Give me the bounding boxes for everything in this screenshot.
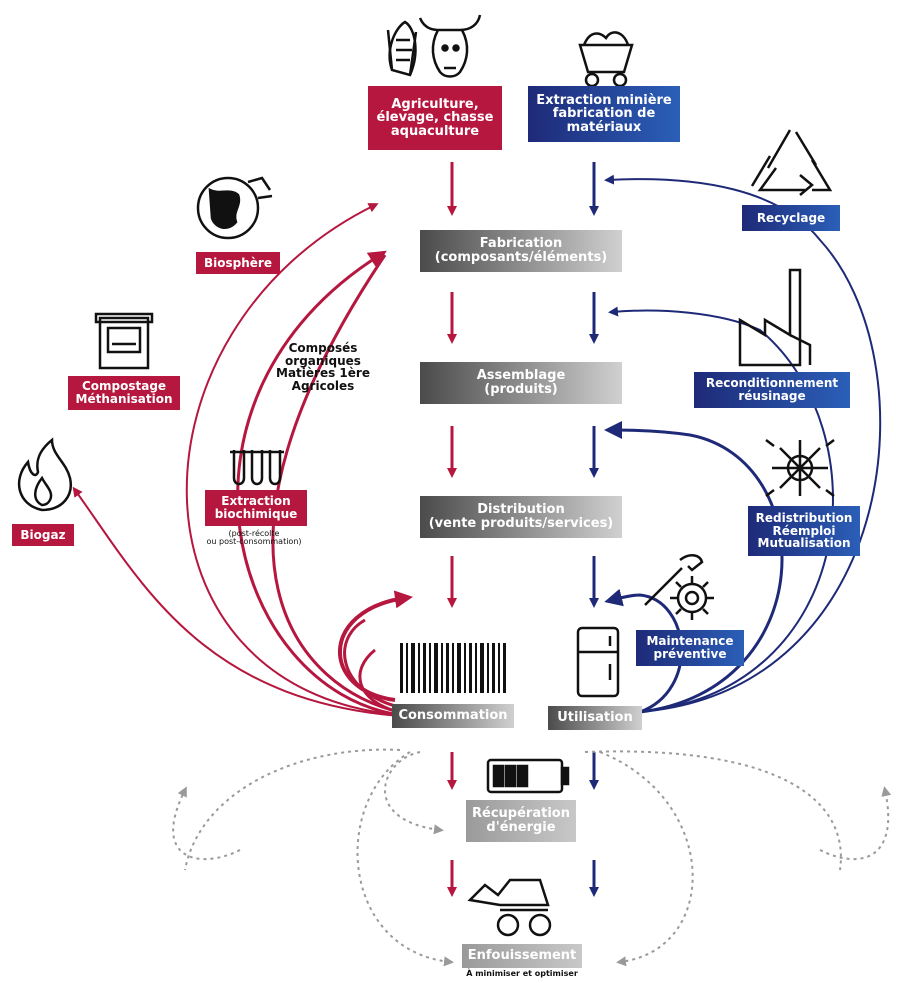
agriculture-label: Agriculture, élevage, chasse aquaculture xyxy=(368,86,502,150)
redistribution-label: Redistribution Réemploi Mutualisation xyxy=(748,506,860,556)
assemblage-stage: Assemblage (produits) xyxy=(420,362,622,404)
barcode-icon xyxy=(400,643,506,693)
extraction-line-3: matériaux xyxy=(566,119,642,135)
fridge-icon xyxy=(576,626,620,698)
extraction-bio-note-2: ou post-consommation) xyxy=(206,537,302,547)
flame-icon xyxy=(17,437,73,512)
redistribution-line-1: Redistribution xyxy=(755,511,853,526)
tech-loop-arrows xyxy=(604,174,882,714)
bio-loop-arrows xyxy=(72,203,413,717)
recyclage-text: Recyclage xyxy=(756,210,826,225)
agriculture-line-3: aquaculture xyxy=(390,123,480,139)
compost-bin-icon xyxy=(94,312,154,370)
extraction-biochimique-note: (post-récolte ou post-consommation) xyxy=(184,529,324,547)
assemblage-subtitle: (produits) xyxy=(484,382,558,397)
fabrication-title: Fabrication xyxy=(479,236,563,252)
extraction-label: Extraction minière fabrication de matéri… xyxy=(528,86,680,142)
fabrication-stage: Fabrication (composants/éléments) xyxy=(420,230,622,272)
globe-icon xyxy=(196,176,273,240)
agriculture-line-2: élevage, chasse xyxy=(376,110,494,126)
gear-icon xyxy=(670,576,714,620)
bulldozer-icon xyxy=(467,878,552,937)
enfouissement-stage: Enfouissement xyxy=(462,944,582,968)
arrows-burst-icon xyxy=(765,439,835,497)
factory-icon xyxy=(738,268,812,367)
enfouissement-note-text: À minimiser et optimiser xyxy=(466,969,578,978)
fabrication-subtitle: (composants/éléments) xyxy=(434,250,608,265)
composes-line-3: Matières 1ère xyxy=(276,366,370,381)
extraction-bio-line-2: biochimique xyxy=(214,507,298,521)
biosphere-text: Biosphère xyxy=(204,255,272,270)
utilisation-text: Utilisation xyxy=(557,710,633,726)
redistribution-line-2: Réemploi xyxy=(772,523,836,538)
corn-icon xyxy=(386,20,418,77)
extraction-line-2: fabrication de xyxy=(552,106,656,122)
wrench-icon xyxy=(644,554,704,606)
extraction-line-1: Extraction minière xyxy=(536,92,672,108)
assemblage-title: Assemblage xyxy=(476,368,566,384)
distribution-subtitle: (vente produits/services) xyxy=(428,516,614,531)
distribution-title: Distribution xyxy=(477,502,565,518)
recycle-icon xyxy=(750,129,833,196)
redistribution-line-3: Mutualisation xyxy=(757,536,851,551)
recuperation-title: Récupération xyxy=(472,806,570,822)
reconditionnement-line-1: Reconditionnement xyxy=(705,376,839,391)
composes-line-4: Agricoles xyxy=(291,378,355,393)
extraction-bio-line-1: Extraction xyxy=(221,494,291,509)
biogaz-label: Biogaz xyxy=(12,524,74,546)
extraction-bio-note-1: (post-récolte xyxy=(228,529,280,538)
waste-loop-arrows xyxy=(172,748,892,967)
enfouissement-text: Enfouissement xyxy=(467,948,577,964)
utilisation-stage: Utilisation xyxy=(548,706,642,730)
test-tubes-icon xyxy=(230,450,284,486)
composes-line-2: organiques xyxy=(285,353,361,368)
consommation-stage: Consommation xyxy=(392,704,514,728)
enfouissement-note: À minimiser et optimiser xyxy=(452,969,592,978)
battery-icon xyxy=(486,758,570,794)
compostage-line-1: Compostage xyxy=(81,379,167,394)
extraction-biochimique-label: Extraction biochimique xyxy=(205,490,307,526)
compostage-line-2: Méthanisation xyxy=(75,392,173,406)
agriculture-line-1: Agriculture, xyxy=(391,96,479,112)
reconditionnement-line-2: réusinage xyxy=(738,389,806,403)
maintenance-line-1: Maintenance xyxy=(646,634,734,649)
recuperation-stage: Récupération d'énergie xyxy=(466,800,576,842)
distribution-stage: Distribution (vente produits/services) xyxy=(420,496,622,538)
mine-cart-icon xyxy=(578,31,634,88)
composes-organiques-note: Composés organiques Matières 1ère Agrico… xyxy=(270,342,376,392)
recyclage-label: Recyclage xyxy=(742,205,840,231)
biosphere-label: Biosphère xyxy=(196,252,280,274)
maintenance-label: Maintenance préventive xyxy=(636,630,744,666)
maintenance-line-2: préventive xyxy=(653,647,727,661)
composes-line-1: Composés xyxy=(288,341,358,355)
biogaz-text: Biogaz xyxy=(20,527,66,542)
consommation-text: Consommation xyxy=(398,708,508,724)
cow-icon xyxy=(418,14,482,78)
reconditionnement-label: Reconditionnement réusinage xyxy=(694,372,850,408)
compostage-label: Compostage Méthanisation xyxy=(68,376,180,410)
recuperation-subtitle: d'énergie xyxy=(486,820,556,835)
